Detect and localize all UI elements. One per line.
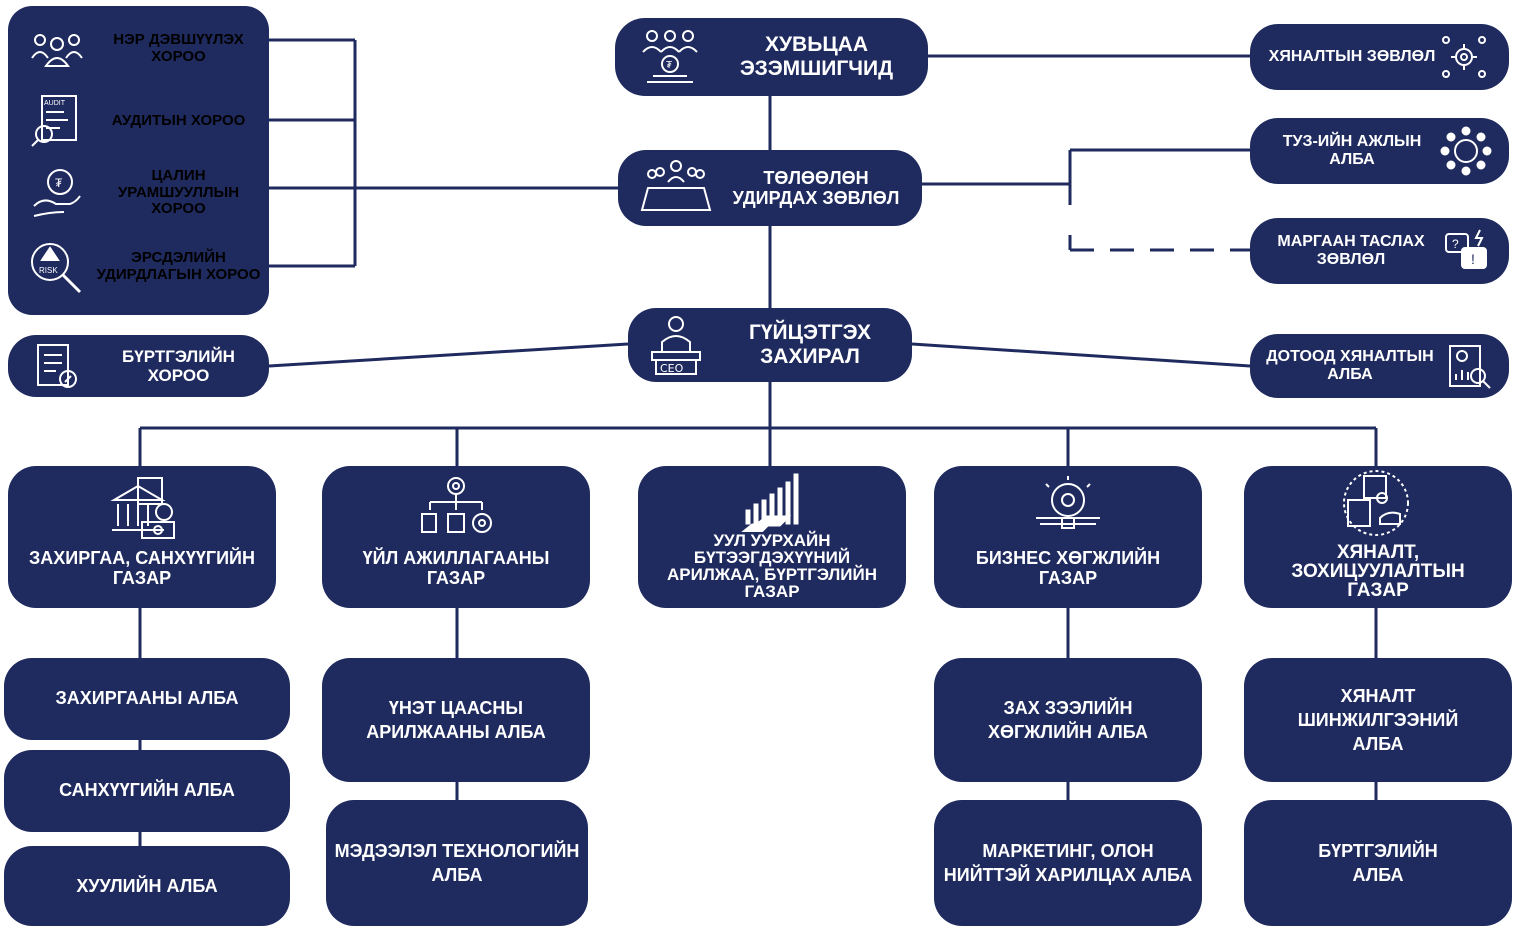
audit-icon-text: AUDIT <box>44 100 66 107</box>
control-gear-icon <box>1440 34 1488 80</box>
shareholders-box[interactable]: ₮ ХУВЬЦАА ЭЗЭМШИГЧИД <box>615 18 928 96</box>
department-admin-finance-label: ЗАХИРГАА, САНХҮҮГИЙН ГАЗАР <box>29 547 255 588</box>
unit-finance[interactable]: САНХҮҮГИЙН АЛБА <box>4 750 290 832</box>
registration-committee-label: БҮРТГЭЛИЙН ХОРОО <box>122 346 235 385</box>
gold-bars-icon <box>736 470 806 532</box>
ceo-title-line1: ГҮЙЦЭТГЭХ <box>748 321 872 345</box>
department-business-development-label: БИЗНЕС ХӨГЖЛИЙН ГАЗАР <box>975 547 1161 588</box>
unit-marketing-pr[interactable]: МАРКЕТИНГ, ОЛОН НИЙТТЭЙ ХАРИЛЦАХ АЛБА <box>934 800 1202 926</box>
committee-nomination-label: НЭР ДЭВШҮҮЛЭХ ХОРОО <box>113 31 244 65</box>
committee-audit[interactable]: AUDIT АУДИТЫН ХОРОО <box>8 86 269 156</box>
control-council-box[interactable]: ХЯНАЛТЫН ЗӨВЛӨЛ <box>1250 24 1509 90</box>
unit-market-development-label: ЗАХ ЗЭЭЛИЙН ХӨГЖЛИЙН АЛБА <box>987 697 1149 742</box>
shareholders-icon: ₮ <box>639 28 701 86</box>
committee-audit-label: АУДИТЫН ХОРОО <box>111 111 246 129</box>
department-regulation-label: ХЯНАЛТ, ЗОХИЦУУЛАЛТЫН ГАЗАР <box>1291 542 1465 601</box>
control-council-label: ХЯНАЛТЫН ЗӨВЛӨЛ <box>1268 48 1436 66</box>
department-operations[interactable]: ҮЙЛ АЖИЛЛАГААНЫ ГАЗАР <box>322 466 590 608</box>
board-title-line2: УДИРДАХ ЗӨВЛӨЛ <box>732 188 900 208</box>
unit-market-development[interactable]: ЗАХ ЗЭЭЛИЙН ХӨГЖЛИЙН АЛБА <box>934 658 1202 782</box>
shareholders-title-line1: ХУВЬЦАА <box>764 33 868 57</box>
idea-bulb-icon <box>1032 474 1104 540</box>
department-operations-label: ҮЙЛ АЖИЛЛАГААНЫ ГАЗАР <box>362 547 550 588</box>
registration-committee-box[interactable]: БҮРТГЭЛИЙН ХОРОО <box>8 335 269 397</box>
unit-legal[interactable]: ХУУЛИЙН АЛБА <box>4 846 290 926</box>
department-mining-trading[interactable]: УУЛ УУРХАЙН БҮТЭЭГДЭХҮҮНИЙ АРИЛЖАА, БҮРТ… <box>638 466 906 608</box>
internal-audit-label: ДОТООД ХЯНАЛТЫН АЛБА <box>1266 348 1434 383</box>
committee-risk[interactable]: RISK ЭРСДЭЛИЙН УДИРДЛАГЫН ХОРОО <box>8 232 269 302</box>
department-admin-finance[interactable]: ЗАХИРГАА, САНХҮҮГИЙН ГАЗАР <box>8 466 276 608</box>
board-box[interactable]: ТӨЛӨӨЛӨН УДИРДАХ ЗӨВЛӨЛ <box>618 150 922 226</box>
committee-salary[interactable]: ₮ ЦАЛИН УРАМШУУЛЛЫН ХОРОО <box>8 158 269 228</box>
inspection-icon <box>1446 342 1492 390</box>
finance-building-icon <box>108 474 178 544</box>
people-group-icon <box>30 22 84 76</box>
unit-finance-label: САНХҮҮГИЙН АЛБА <box>59 780 235 801</box>
svg-text:!: ! <box>1471 251 1475 267</box>
dispute-council-label: МАРГААН ТАСЛАХ ЗӨВЛӨЛ <box>1277 233 1425 268</box>
unit-it[interactable]: МЭДЭЭЛЭЛ ТЕХНОЛОГИЙН АЛБА <box>326 800 588 926</box>
unit-it-label: МЭДЭЭЛЭЛ ТЕХНОЛОГИЙН АЛБА <box>334 840 580 885</box>
salary-hand-icon: ₮ <box>30 166 84 220</box>
risk-icon-text: RISK <box>39 266 58 275</box>
unit-registration-label: БҮРТГЭЛИЙН АЛБА <box>1318 840 1438 885</box>
department-mining-trading-label: УУЛ УУРХАЙН БҮТЭЭГДЭХҮҮНИЙ АРИЛЖАА, БҮРТ… <box>666 531 878 601</box>
department-regulation[interactable]: ХЯНАЛТ, ЗОХИЦУУЛАЛТЫН ГАЗАР <box>1244 466 1512 608</box>
unit-registration[interactable]: БҮРТГЭЛИЙН АЛБА <box>1244 800 1512 926</box>
unit-securities-trading[interactable]: ҮНЭТ ЦААСНЫ АРИЛЖААНЫ АЛБА <box>322 658 590 782</box>
line-ceo-internal-audit <box>911 342 1251 368</box>
unit-administration-label: ЗАХИРГААНЫ АЛБА <box>55 688 239 709</box>
unit-monitoring-analysis-label: ХЯНАЛТ ШИНЖИЛГЭЭНИЙ АЛБА <box>1297 685 1459 755</box>
unit-legal-label: ХУУЛИЙН АЛБА <box>76 875 218 896</box>
risk-icon: RISK <box>30 240 84 294</box>
ceo-box[interactable]: CEO ГҮЙЦЭТГЭХ ЗАХИРАЛ <box>628 308 912 382</box>
dispute-icon: ? ! <box>1444 228 1490 274</box>
line-ceo-registration <box>268 342 629 368</box>
ceo-icon-text: CEO <box>660 362 684 375</box>
svg-text:₮: ₮ <box>666 60 672 71</box>
dispute-council-box[interactable]: МАРГААН ТАСЛАХ ЗӨВЛӨЛ ? ! <box>1250 218 1509 284</box>
operations-flow-icon <box>416 474 496 538</box>
secretariat-box[interactable]: ТУЗ-ИЙН АЖЛЫН АЛБА <box>1250 118 1509 184</box>
committee-risk-label: ЭРСДЭЛИЙН УДИРДЛАГЫН ХОРОО <box>96 249 261 283</box>
committees-panel: НЭР ДЭВШҮҮЛЭХ ХОРОО AUDIT АУДИТЫН ХОРОО … <box>8 6 269 315</box>
round-table-icon <box>1440 126 1492 176</box>
unit-monitoring-analysis[interactable]: ХЯНАЛТ ШИНЖИЛГЭЭНИЙ АЛБА <box>1244 658 1512 782</box>
unit-administration[interactable]: ЗАХИРГААНЫ АЛБА <box>4 658 290 740</box>
boardroom-icon <box>638 158 714 216</box>
board-title-line1: ТӨЛӨӨЛӨН <box>763 167 869 188</box>
shareholders-title-line2: ЭЗЭМШИГЧИД <box>739 57 894 80</box>
department-business-development[interactable]: БИЗНЕС ХӨГЖЛИЙН ГАЗАР <box>934 466 1202 608</box>
svg-text:₮: ₮ <box>55 176 63 190</box>
unit-marketing-pr-label: МАРКЕТИНГ, ОЛОН НИЙТТЭЙ ХАРИЛЦАХ АЛБА <box>943 840 1193 885</box>
committee-salary-label: ЦАЛИН УРАМШУУЛЛЫН ХОРОО <box>117 166 240 218</box>
svg-text:?: ? <box>1452 237 1459 251</box>
certificate-icon <box>1340 470 1412 536</box>
audit-icon: AUDIT <box>30 94 84 148</box>
document-pen-icon <box>34 341 80 391</box>
committee-nomination[interactable]: НЭР ДЭВШҮҮЛЭХ ХОРОО <box>8 14 269 84</box>
unit-securities-trading-label: ҮНЭТ ЦААСНЫ АРИЛЖААНЫ АЛБА <box>366 697 546 742</box>
internal-audit-box[interactable]: ДОТООД ХЯНАЛТЫН АЛБА <box>1250 334 1509 398</box>
ceo-icon: CEO <box>648 314 704 376</box>
ceo-title-line2: ЗАХИРАЛ <box>760 345 860 368</box>
secretariat-label: ТУЗ-ИЙН АЖЛЫН АЛБА <box>1282 133 1422 168</box>
